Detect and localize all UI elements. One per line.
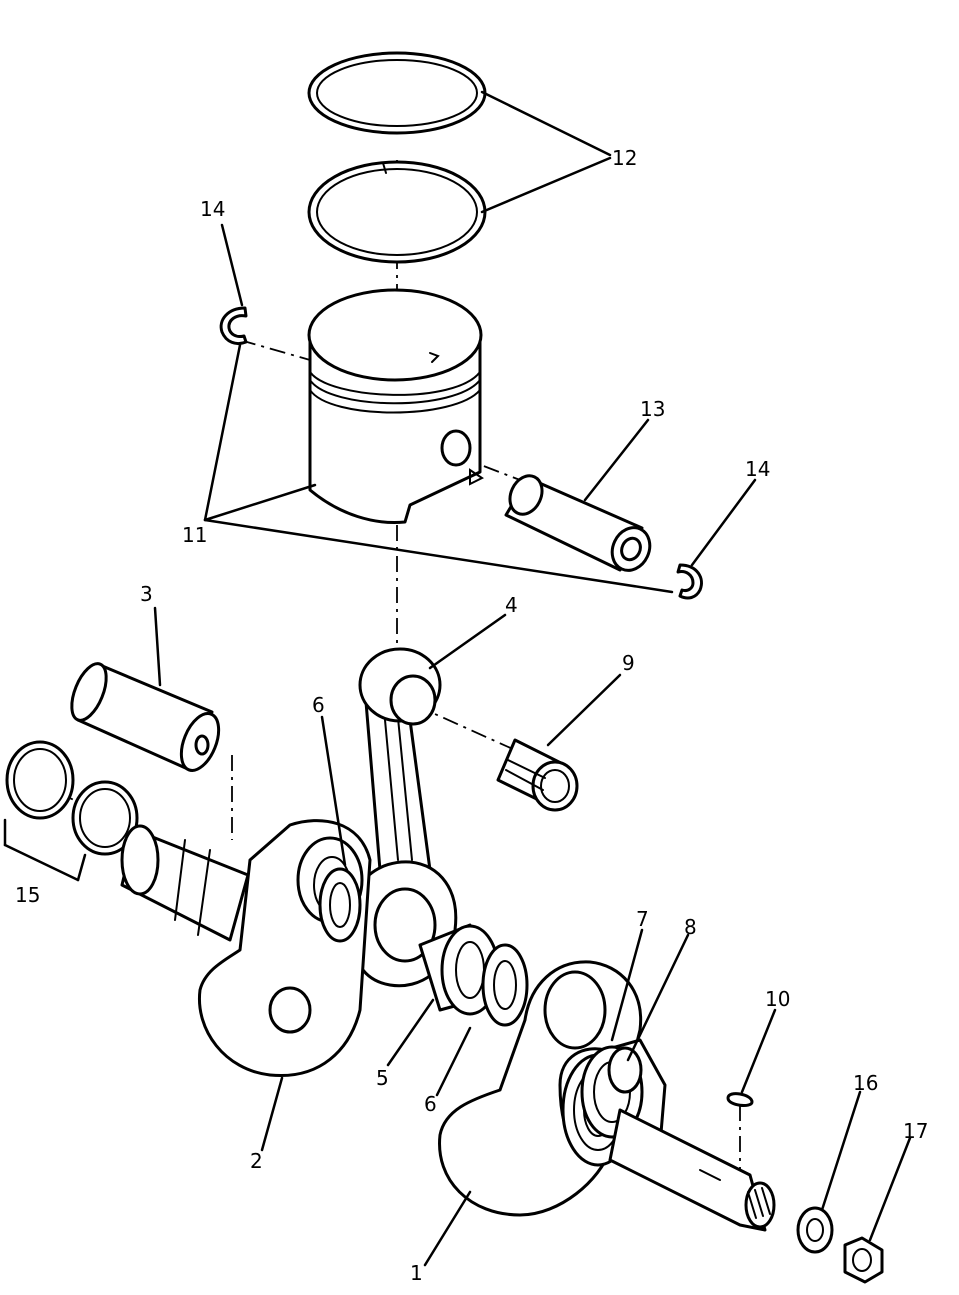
callout-11: 11 [182,523,207,547]
callout-6-left: 6 [312,693,325,717]
callout-12: 12 [612,146,637,170]
circlip-left [219,306,248,346]
callout-5: 5 [376,1066,389,1090]
seal-ring-outer [5,740,75,820]
callout-3: 3 [140,582,153,606]
callout-7: 7 [636,907,649,931]
callout-13: 13 [640,397,665,421]
callout-1: 1 [410,1261,423,1285]
circlip-right [676,563,703,600]
callout-labels: 12 14 13 14 11 3 4 9 6 15 7 8 10 5 16 6 … [15,146,928,1285]
callout-16: 16 [853,1071,878,1095]
piston-ring-second [307,160,487,264]
thrust-washer-right [481,943,529,1027]
callout-2: 2 [250,1149,263,1173]
leader-lines [3,90,912,1267]
shaft-nut [843,1236,884,1284]
crank-pin [70,662,221,772]
piston-ring-top [307,51,487,135]
callout-17: 17 [903,1119,928,1143]
connecting-rod [348,647,458,988]
thrust-washer-left [318,867,362,943]
needle-bearing-small-end [496,738,579,812]
callout-14-left: 14 [200,197,225,221]
seal-ring-inner [71,780,139,856]
crankshaft-left-half [120,819,372,1078]
output-shaft [608,1108,776,1232]
callout-15: 15 [15,883,40,907]
wrist-pin [504,474,652,572]
oil-seal [607,1046,643,1094]
big-end-bearing [418,923,500,1016]
callout-9: 9 [622,651,635,675]
piston [307,288,484,524]
woodruff-key [726,1092,754,1107]
callout-6-right: 6 [424,1092,437,1116]
shaft-washer [796,1206,834,1254]
callout-8: 8 [684,915,697,939]
callout-10: 10 [765,987,790,1011]
callout-4: 4 [505,593,518,617]
callout-14-right: 14 [745,457,770,481]
